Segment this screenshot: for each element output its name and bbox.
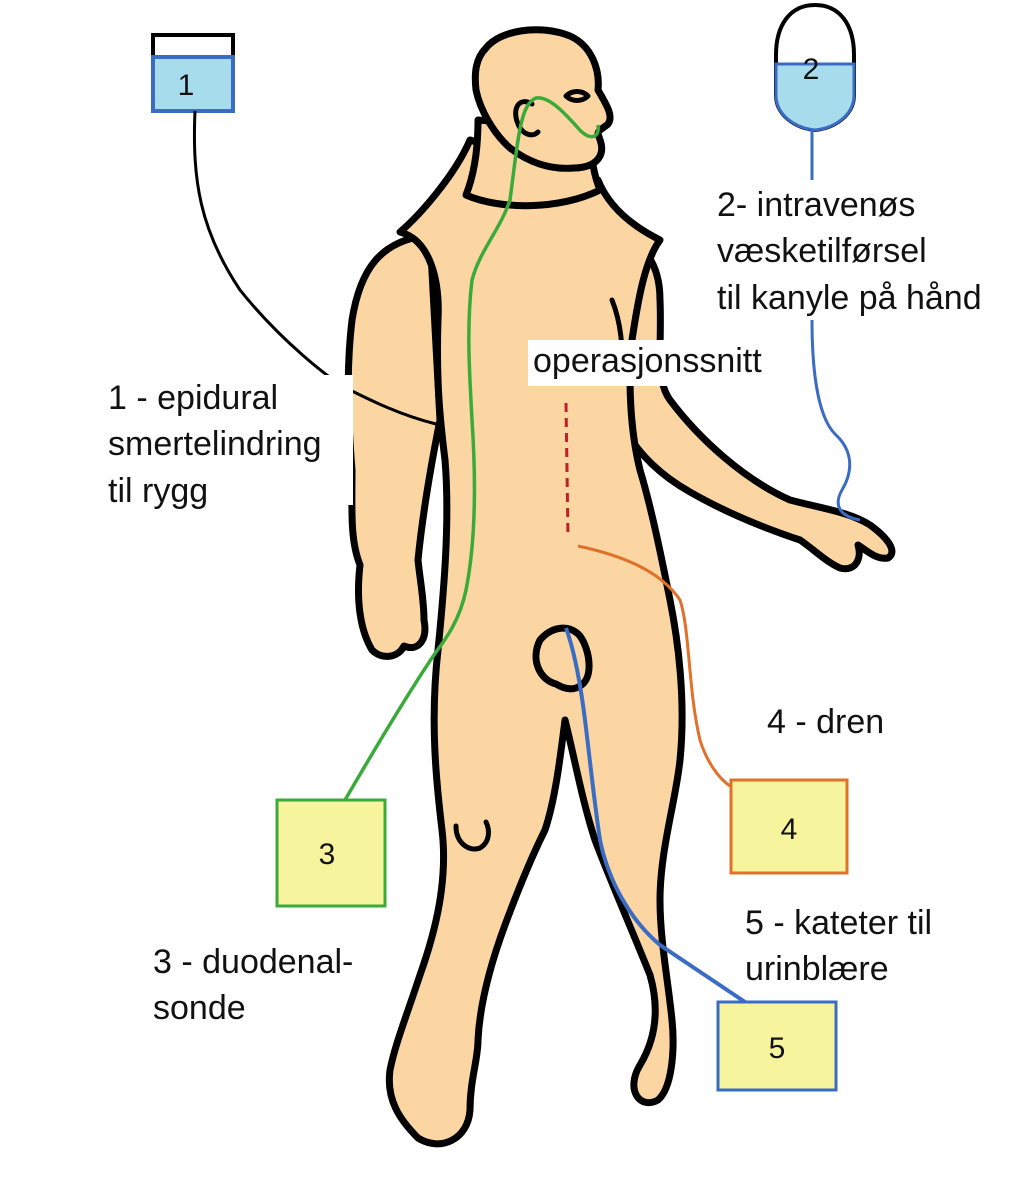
iv-bag-fluid bbox=[774, 62, 856, 132]
box-5 bbox=[716, 1000, 838, 1092]
left-arm bbox=[344, 231, 444, 660]
catheter-tube bbox=[564, 627, 747, 1004]
duodenal-tube bbox=[343, 96, 600, 801]
epidural-line bbox=[192, 110, 437, 426]
box-3-number: 3 bbox=[319, 838, 336, 871]
label-iv-bg bbox=[712, 180, 1024, 320]
box-4-number: 4 bbox=[781, 813, 798, 846]
container-1-number: 1 bbox=[178, 69, 195, 102]
label-epidural: 1 - epidural smertelindring til rygg bbox=[103, 375, 353, 510]
label-drain: 4 - dren bbox=[767, 703, 884, 741]
iv-bag-number: 2 bbox=[803, 53, 820, 86]
label-iv-line1: 2- intravenøs bbox=[717, 186, 915, 224]
label-duodenal: 3 - duodenal- sonde bbox=[153, 943, 353, 1027]
box-3 bbox=[275, 798, 387, 908]
label-catheter-line1: 5 - kateter til bbox=[745, 904, 932, 942]
label-epidural-bg bbox=[103, 375, 353, 505]
label-iv-line3: til kanyle på hånd bbox=[717, 279, 982, 317]
knee-mark bbox=[453, 819, 491, 852]
label-drain-text: 4 - dren bbox=[767, 703, 884, 741]
label-incision-bg bbox=[528, 340, 798, 386]
container-1-top bbox=[151, 33, 235, 59]
groin bbox=[532, 624, 593, 693]
label-incision: operasjonssnitt bbox=[528, 340, 798, 386]
label-duodenal-line2: sonde bbox=[153, 989, 246, 1027]
ear bbox=[513, 99, 541, 138]
label-incision-text: operasjonssnitt bbox=[533, 342, 762, 380]
box-5-number: 5 bbox=[769, 1032, 786, 1065]
label-iv-line2: væsketilførsel bbox=[717, 232, 927, 270]
label-catheter-line2: urinblære bbox=[745, 950, 889, 988]
label-duodenal-line1: 3 - duodenal- bbox=[153, 943, 353, 981]
box-5-catheter: 5 bbox=[716, 1000, 838, 1092]
box-3-duodenal: 3 bbox=[275, 798, 387, 908]
container-1-epidural: 1 bbox=[151, 33, 235, 113]
incision bbox=[564, 402, 570, 539]
label-catheter: 5 - kateter til urinblære bbox=[745, 904, 932, 988]
label-epidural-line3: til rygg bbox=[108, 472, 208, 510]
label-epidural-line2: smertelindring bbox=[108, 425, 322, 463]
eye bbox=[563, 89, 591, 103]
label-epidural-line1: 1 - epidural bbox=[108, 379, 278, 417]
box-4 bbox=[729, 778, 849, 875]
drain-tube bbox=[577, 544, 731, 788]
label-iv: 2- intravenøs væsketilførsel til kanyle … bbox=[712, 180, 1024, 320]
box-4-drain: 4 bbox=[729, 778, 849, 875]
container-1-fluid bbox=[151, 55, 235, 113]
iv-bag-2: 2 bbox=[774, 2, 856, 133]
iv-line bbox=[810, 130, 861, 522]
